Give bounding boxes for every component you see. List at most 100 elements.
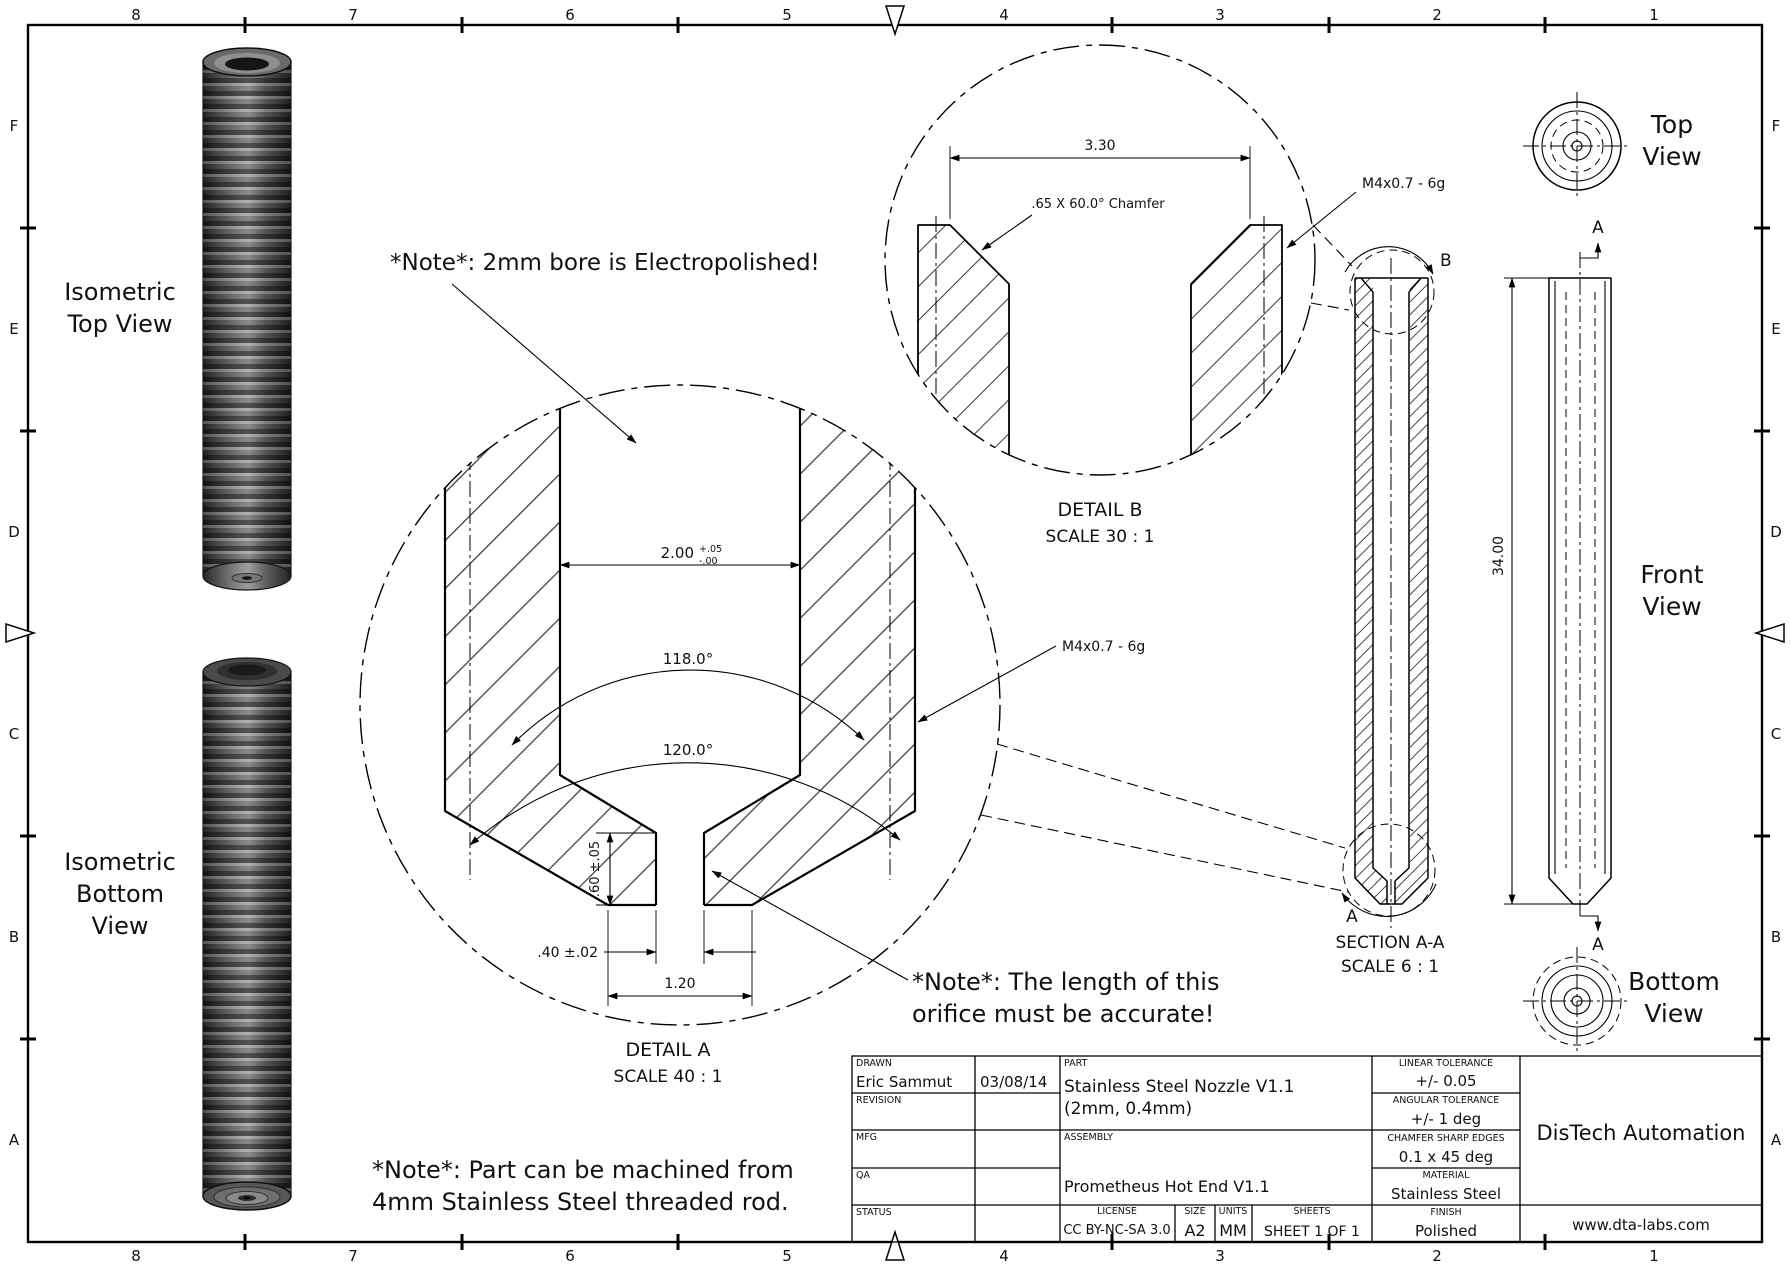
chamfer-callout: .65 X 60.0° Chamfer	[1031, 197, 1165, 212]
grid-row-label: E	[9, 320, 18, 338]
angular-tolerance-value: +/- 1 deg	[1411, 1110, 1481, 1128]
section-title: SECTION A-A	[1336, 933, 1445, 953]
note-orifice: *Note*: The length of this	[912, 968, 1219, 996]
detail-a-boundary	[359, 384, 1001, 1026]
detail-b-title: DETAIL B	[1057, 499, 1142, 521]
detail-b-dimensions: 3.30 .65 X 60.0° Chamfer M4x0.7 - 6g	[949, 138, 1445, 251]
size-value: A2	[1184, 1221, 1205, 1240]
note-orifice: orifice must be accurate!	[912, 1000, 1214, 1028]
grid-row-label: B	[9, 928, 19, 946]
qa-label: QA	[856, 1170, 870, 1181]
dim-mouth: 3.30	[1084, 138, 1115, 154]
assembly-label: ASSEMBLY	[1064, 1132, 1113, 1143]
note-machined: *Note*: Part can be machined from	[372, 1156, 794, 1184]
detail-b-boundary	[884, 44, 1316, 476]
material-label: MATERIAL	[1423, 1170, 1471, 1181]
dim-bore-tol-minus: -.00	[699, 556, 718, 567]
grid-col-label: 6	[565, 6, 575, 24]
note-electropolished: *Note*: 2mm bore is Electropolished!	[390, 250, 820, 276]
front-view: A A 34.00 Front View	[1491, 218, 1704, 955]
sheets-value: SHEET 1 OF 1	[1264, 1224, 1360, 1240]
iso-bottom-view-label: View	[92, 912, 149, 940]
section-scale: SCALE 6 : 1	[1341, 957, 1439, 977]
dim-angle-120: 120.0°	[663, 741, 713, 759]
detail-b-geometry	[917, 216, 1283, 475]
center-mark-top-icon	[884, 5, 906, 37]
part-name: (2mm, 0.4mm)	[1064, 1099, 1192, 1119]
center-mark-bottom-icon	[884, 1229, 906, 1261]
grid-col-label: 2	[1432, 1247, 1442, 1265]
grid-col-label: 5	[782, 6, 792, 24]
linear-tolerance-value: +/- 0.05	[1415, 1072, 1476, 1090]
status-label: STATUS	[856, 1207, 892, 1218]
company-website: www.dta-labs.com	[1572, 1216, 1710, 1234]
isometric-top-view: Isometric Top View	[64, 47, 292, 591]
note-machined: 4mm Stainless Steel threaded rod.	[372, 1188, 789, 1216]
grid-col-label: 4	[999, 6, 1009, 24]
section-wall-left	[445, 400, 656, 905]
grid-row-label: F	[10, 117, 19, 135]
front-view-label: View	[1642, 592, 1701, 621]
detail-b-source-circle	[1349, 249, 1435, 335]
detail-b-scale: SCALE 30 : 1	[1046, 527, 1155, 547]
dim-tip-diameter: 1.20	[664, 976, 695, 992]
thread-callout: M4x0.7 - 6g	[1362, 176, 1445, 192]
cutting-plane-a-bottom: A	[1592, 935, 1604, 955]
bottom-view: Bottom View	[1523, 947, 1720, 1055]
bottom-view-label: Bottom	[1628, 967, 1720, 996]
dim-bore-tol-plus: +.05	[699, 544, 722, 555]
detail-a-marker: A	[1346, 907, 1358, 927]
dim-orifice-length: .60 ±.05	[588, 841, 603, 897]
grid-row-label: D	[8, 523, 20, 541]
top-view-label: Top	[1650, 110, 1693, 139]
finish-value: Polished	[1415, 1222, 1477, 1240]
section-wall-right	[704, 400, 915, 905]
detail-a-scale: SCALE 40 : 1	[614, 1067, 723, 1087]
grid-row-label: C	[9, 725, 19, 743]
material-value: Stainless Steel	[1391, 1185, 1501, 1203]
isometric-bottom-view: Isometric Bottom View	[64, 657, 292, 1211]
rod-bore-opening	[225, 57, 269, 71]
date-value: 03/08/14	[980, 1073, 1047, 1091]
section-aa-view: B A SECTION A-A SCALE 6 : 1	[1336, 246, 1452, 977]
front-view-label: Front	[1640, 560, 1703, 589]
detail-connectors	[980, 224, 1353, 893]
assembly-value: Prometheus Hot End V1.1	[1064, 1177, 1270, 1196]
thread-callout: M4x0.7 - 6g	[1062, 639, 1145, 655]
registration-arrows	[5, 5, 1785, 1261]
notes: *Note*: 2mm bore is Electropolished! *No…	[372, 250, 1219, 1216]
cutting-plane-a-top: A	[1592, 218, 1604, 238]
grid-row-label: A	[1771, 1131, 1782, 1149]
center-mark-right-icon	[1753, 622, 1785, 644]
units-value: MM	[1219, 1221, 1247, 1240]
sheets-label: SHEETS	[1293, 1206, 1330, 1217]
drawn-label: DRAWN	[856, 1058, 892, 1069]
chamfer-edges-label: CHAMFER SHARP EDGES	[1387, 1133, 1504, 1144]
top-view: Top View	[1523, 92, 1702, 200]
iso-bottom-view-label: Isometric	[64, 848, 176, 876]
section-wall-left	[918, 225, 1009, 475]
dim-overall-length: 34.00	[1491, 536, 1507, 576]
center-mark-left-icon	[5, 622, 37, 644]
section-wall-right	[1191, 225, 1282, 475]
grid-row-label: B	[1771, 928, 1781, 946]
mfg-label: MFG	[856, 1132, 877, 1143]
grid-row-label: A	[9, 1131, 20, 1149]
grid-col-label: 7	[348, 1247, 358, 1265]
chamfer-edges-value: 0.1 x 45 deg	[1399, 1148, 1493, 1166]
iso-top-view-label: Isometric	[64, 278, 176, 306]
license-label: LICENSE	[1097, 1206, 1137, 1217]
detail-a-geometry	[443, 400, 917, 907]
detail-b-marker: B	[1440, 251, 1452, 271]
part-label: PART	[1064, 1058, 1088, 1069]
detail-a-title: DETAIL A	[626, 1039, 711, 1061]
linear-tolerance-label: LINEAR TOLERANCE	[1399, 1058, 1493, 1069]
grid-col-label: 4	[999, 1247, 1009, 1265]
detail-a-dimensions: 2.00 +.05 -.00 118.0° 120.0° .60 ±.05 .4…	[469, 544, 1145, 1006]
grid-col-label: 2	[1432, 6, 1442, 24]
grid-col-label: 5	[782, 1247, 792, 1265]
size-label: SIZE	[1184, 1206, 1205, 1217]
grid-col-label: 8	[131, 6, 141, 24]
angular-tolerance-label: ANGULAR TOLERANCE	[1393, 1095, 1500, 1106]
